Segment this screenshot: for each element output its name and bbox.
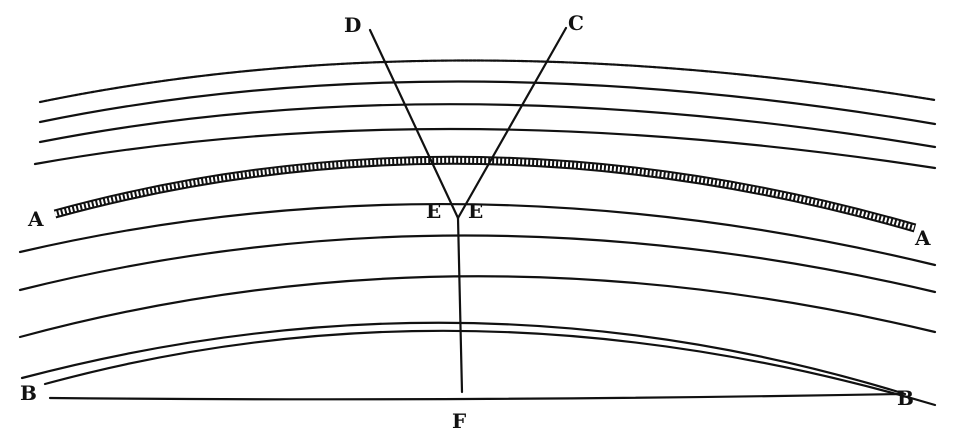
base-line-bb bbox=[48, 392, 902, 401]
lower-strata bbox=[18, 202, 937, 407]
stratum-line bbox=[38, 80, 937, 126]
surface-band-aa bbox=[53, 155, 917, 233]
label-c: C bbox=[568, 11, 584, 35]
label-b-right: B bbox=[897, 386, 914, 410]
label-e-left: E bbox=[426, 199, 441, 223]
label-b-left: B bbox=[20, 381, 37, 405]
stratum-line bbox=[20, 321, 907, 396]
label-f: F bbox=[452, 409, 466, 433]
upper-strata bbox=[33, 59, 937, 170]
stratum-line bbox=[18, 234, 937, 294]
label-a-right: A bbox=[914, 226, 931, 250]
rays bbox=[368, 26, 568, 394]
label-a-left: A bbox=[27, 207, 44, 231]
stratum-line bbox=[43, 329, 937, 407]
stratum-line bbox=[33, 127, 937, 170]
stratum-line bbox=[18, 275, 937, 339]
ray-d-e bbox=[368, 28, 460, 220]
ray-c-e bbox=[456, 26, 568, 220]
stratum-line bbox=[38, 103, 937, 149]
stratum-line bbox=[38, 59, 937, 104]
label-d: D bbox=[344, 13, 361, 37]
stratum-line bbox=[18, 202, 937, 267]
perpendicular-e-f bbox=[456, 216, 464, 394]
label-e-right: E bbox=[468, 199, 483, 223]
